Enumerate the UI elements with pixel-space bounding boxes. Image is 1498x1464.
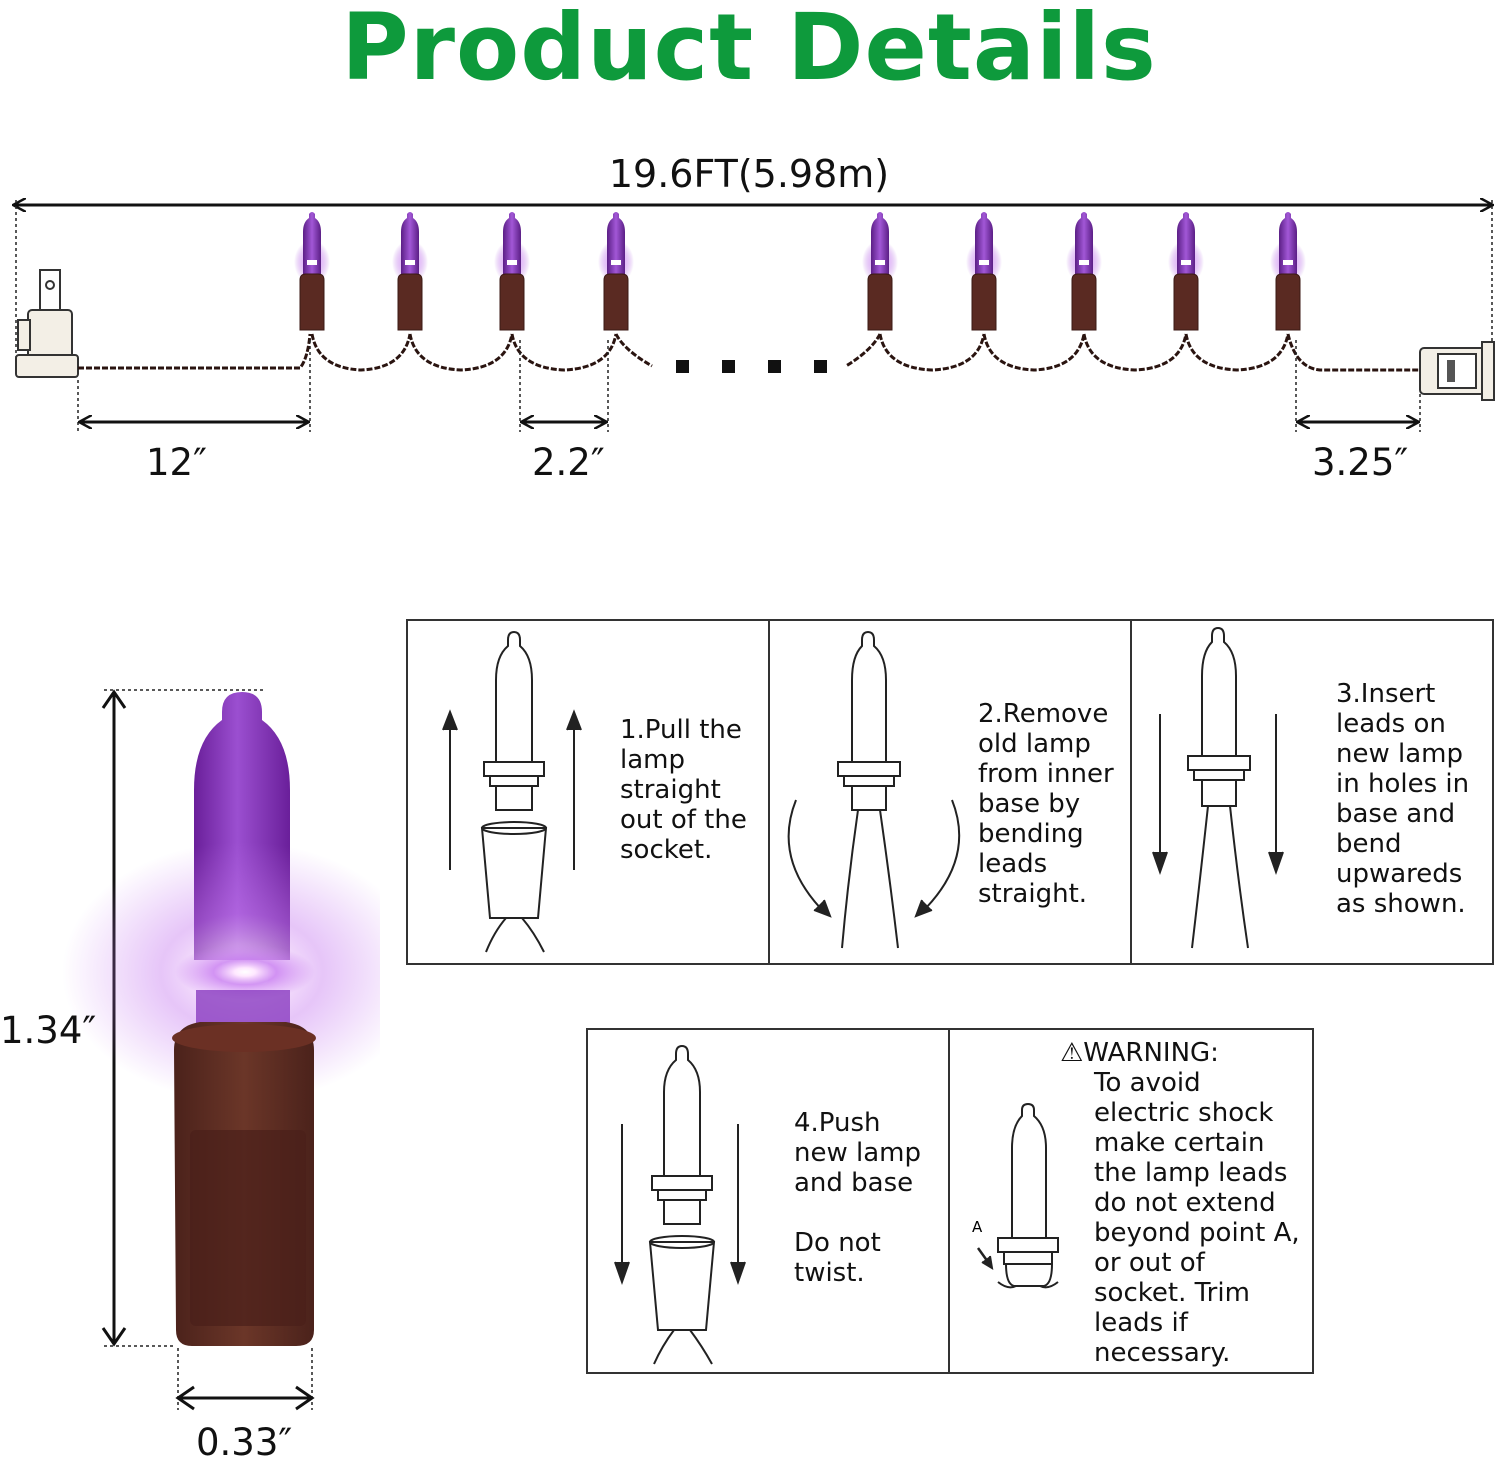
warning-text: To avoid electric shock make certain the… bbox=[1094, 1068, 1300, 1368]
mini-bulb bbox=[1270, 212, 1306, 331]
female-plug-icon bbox=[1419, 341, 1495, 401]
spacing-label: 2.2″ bbox=[532, 441, 605, 484]
step-2-text: 2.Remove old lamp from inner base by ben… bbox=[978, 699, 1114, 909]
point-a-label: A bbox=[972, 1218, 983, 1236]
wire-segment bbox=[510, 333, 618, 372]
step-3-panel: 3.Insert leads on new lamp in holes in b… bbox=[1130, 619, 1494, 965]
mini-bulb bbox=[392, 212, 428, 331]
bulb-width-label: 0.33″ bbox=[196, 1421, 293, 1464]
step-2-panel: 2.Remove old lamp from inner base by ben… bbox=[768, 619, 1132, 965]
wire-lead-in bbox=[78, 333, 312, 370]
light-string-diagram bbox=[0, 0, 1495, 432]
wire-segment bbox=[982, 333, 1086, 372]
step-1-panel: 1.Pull the lamp straight out of the sock… bbox=[406, 619, 770, 965]
mini-bulb bbox=[1066, 212, 1102, 331]
total-length-label: 19.6FT(5.98m) bbox=[608, 152, 890, 196]
wire-segment bbox=[310, 333, 412, 372]
mini-bulb bbox=[294, 212, 330, 331]
warning-panel: ⚠WARNING: To avoid electric shock make c… bbox=[948, 1028, 1314, 1374]
end-length-label: 3.25″ bbox=[1312, 441, 1409, 484]
wire-end bbox=[1286, 333, 1420, 372]
ellipsis-dots bbox=[676, 360, 827, 373]
step-1-text: 1.Pull the lamp straight out of the sock… bbox=[620, 715, 747, 865]
wire-segment bbox=[878, 333, 986, 372]
wire-segment bbox=[1082, 333, 1188, 372]
step-3-text: 3.Insert leads on new lamp in holes in b… bbox=[1336, 679, 1470, 919]
wire-stub-right bbox=[845, 333, 882, 368]
mini-bulb bbox=[1168, 212, 1204, 331]
lead-in-label: 12″ bbox=[146, 441, 207, 484]
male-plug-icon bbox=[15, 269, 79, 378]
step-4-text: 4.Push new lamp and base Do not twist. bbox=[794, 1108, 921, 1288]
mini-bulb bbox=[598, 212, 634, 331]
bulb-height-label: 1.34″ bbox=[0, 1009, 97, 1052]
mini-bulb bbox=[966, 212, 1002, 331]
wire-stub-left bbox=[614, 333, 653, 368]
wire-segment bbox=[1184, 333, 1290, 372]
wire-segment bbox=[408, 333, 514, 372]
mini-bulb bbox=[862, 212, 898, 331]
step-4-panel: 4.Push new lamp and base Do not twist. bbox=[586, 1028, 950, 1374]
mini-bulb bbox=[494, 212, 530, 331]
bulb-closeup bbox=[62, 689, 380, 1411]
bulb-group bbox=[294, 212, 1306, 331]
wire-group bbox=[78, 333, 1420, 372]
page-title: Product Details bbox=[341, 0, 1157, 101]
warning-heading: ⚠WARNING: bbox=[1060, 1038, 1219, 1068]
